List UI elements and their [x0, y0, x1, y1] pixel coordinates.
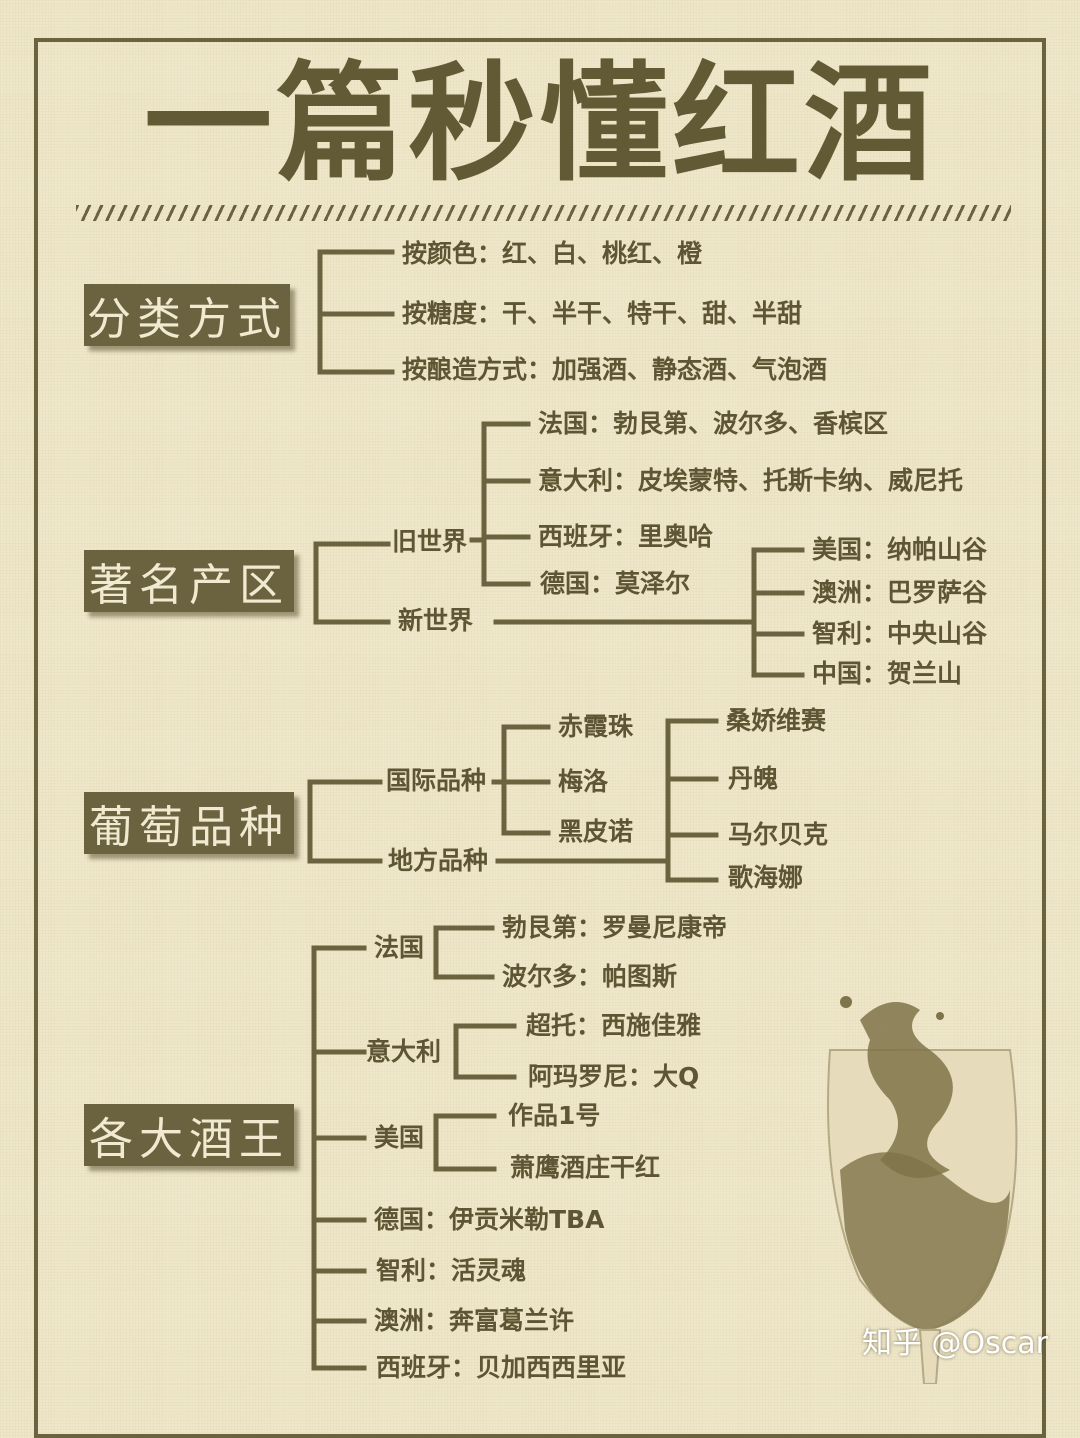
- kings-country-usa: 美国: [374, 1123, 425, 1152]
- old-world-item: 西班牙：里奥哈: [538, 522, 714, 551]
- kings-italy-item: 阿玛罗尼：大Q: [528, 1062, 700, 1091]
- old-world-item: 法国：勃艮第、波尔多、香槟区: [538, 409, 889, 438]
- new-world-item: 澳洲：巴罗萨谷: [812, 578, 988, 607]
- classification-by-color: 按颜色：红、白、桃红、橙: [402, 239, 703, 268]
- old-world-item: 意大利：皮埃蒙特、托斯卡纳、威尼托: [538, 466, 964, 495]
- local-variety: 桑娇维赛: [726, 706, 827, 735]
- kings-country-italy: 意大利: [366, 1037, 442, 1066]
- kings-france-item: 勃艮第：罗曼尼康帝: [502, 913, 728, 942]
- new-world-label: 新世界: [398, 606, 474, 635]
- kings-other-item: 智利：活灵魂: [376, 1256, 527, 1285]
- kings-france-item: 波尔多：帕图斯: [502, 962, 678, 991]
- kings-usa-item: 萧鹰酒庄干红: [510, 1153, 661, 1182]
- old-world-label: 旧世界: [392, 527, 468, 556]
- wine-glass-illustration: [827, 996, 1018, 1384]
- tree-connectors: [307, 249, 805, 1371]
- international-variety: 黑皮诺: [558, 817, 634, 846]
- section-label-regions: 著名产区: [84, 550, 294, 612]
- classification-by-sugar: 按糖度：干、半干、特干、甜、半甜: [402, 299, 803, 328]
- watermark: 知乎 @Oscar: [862, 1326, 1048, 1361]
- local-variety: 歌海娜: [728, 863, 804, 892]
- title-divider: [76, 205, 1011, 221]
- old-world-item: 德国：莫泽尔: [540, 569, 691, 598]
- local-varieties-label: 地方品种: [388, 846, 489, 875]
- section-label-grapes: 葡萄品种: [84, 792, 294, 854]
- new-world-item: 美国：纳帕山谷: [812, 535, 988, 564]
- classification-by-method: 按酿造方式：加强酒、静态酒、气泡酒: [402, 355, 828, 384]
- kings-other-item: 德国：伊贡米勒TBA: [374, 1205, 605, 1234]
- new-world-item: 中国：贺兰山: [812, 659, 963, 688]
- page-title: 一篇秒懂红酒: [143, 50, 936, 199]
- international-variety: 梅洛: [558, 767, 609, 796]
- section-label-wine-kings: 各大酒王: [84, 1104, 294, 1166]
- section-label-classification: 分类方式: [84, 284, 290, 346]
- kings-country-france: 法国: [374, 933, 425, 962]
- international-variety: 赤霞珠: [558, 712, 634, 741]
- kings-other-item: 西班牙：贝加西西里亚: [376, 1353, 627, 1382]
- international-varieties-label: 国际品种: [386, 766, 487, 795]
- kings-usa-item: 作品1号: [508, 1101, 601, 1130]
- kings-other-item: 澳洲：奔富葛兰许: [374, 1306, 575, 1335]
- kings-italy-item: 超托：西施佳雅: [526, 1011, 702, 1040]
- new-world-item: 智利：中央山谷: [812, 619, 988, 648]
- local-variety: 丹魄: [728, 764, 779, 793]
- local-variety: 马尔贝克: [728, 820, 829, 849]
